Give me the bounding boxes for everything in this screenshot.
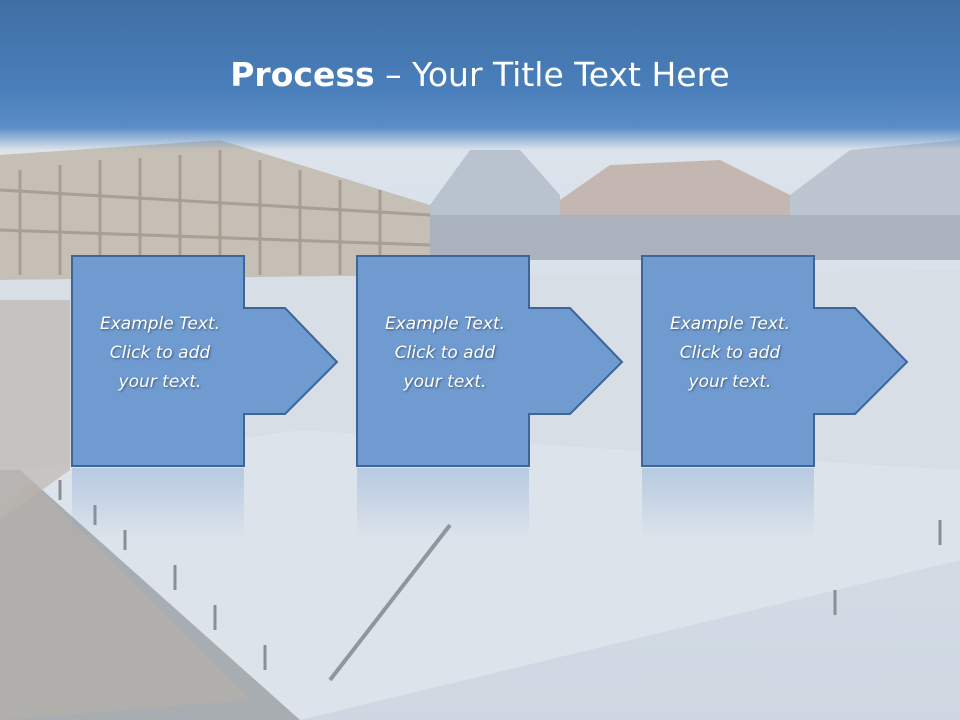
arrow-right-icon (356, 255, 624, 467)
step-1-text: Example Text. Click to add your text. (99, 314, 221, 392)
title-rest-part: – Your Title Text Here (374, 55, 730, 94)
title-bar (0, 0, 960, 150)
page-title[interactable]: Process – Your Title Text Here (0, 52, 960, 98)
process-step-1[interactable]: Example Text. Click to add your text. (71, 255, 341, 467)
arrow-right-icon (641, 255, 909, 467)
step-3-reflection (642, 468, 814, 538)
step-2-text: Example Text. Click to add your text. (384, 314, 506, 392)
step-1-reflection (72, 468, 244, 538)
process-step-3[interactable]: Example Text. Click to add your text. (641, 255, 911, 467)
arrow-right-icon (71, 255, 339, 467)
title-bold-part: Process (230, 55, 375, 94)
step-2-reflection (357, 468, 529, 538)
process-step-2[interactable]: Example Text. Click to add your text. (356, 255, 626, 467)
step-3-text: Example Text. Click to add your text. (669, 314, 791, 392)
